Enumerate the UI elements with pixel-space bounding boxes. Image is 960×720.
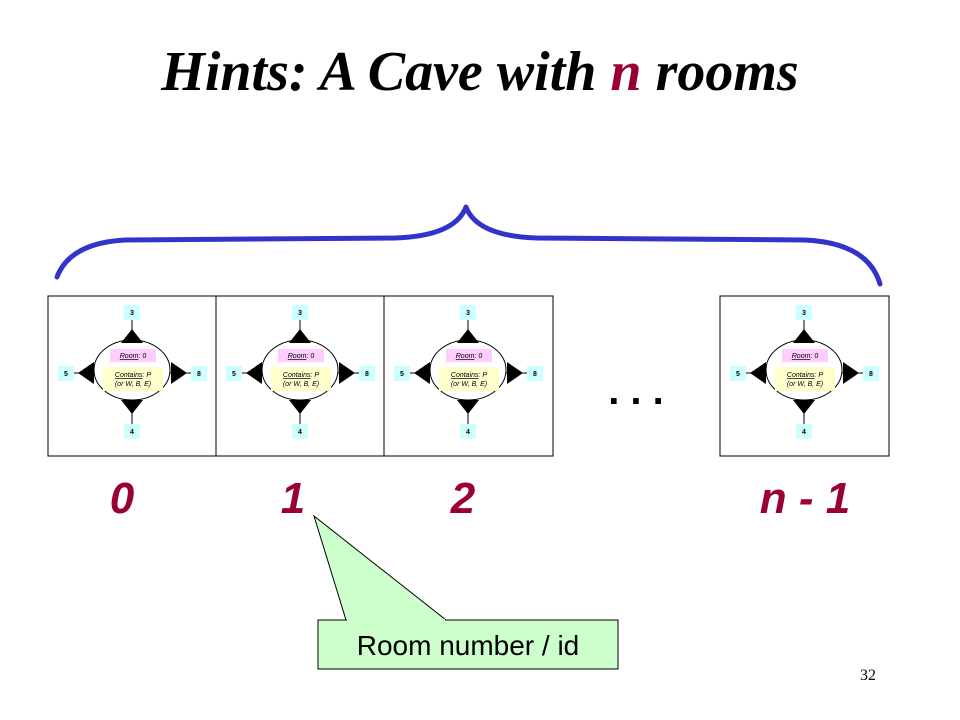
room-0: 3 4 5 8 Room: 0 Contains: P (or W, B, E) [47,295,218,457]
callout-pointer [313,514,448,621]
exit-right-label: 8 [197,371,201,378]
exit-right-label: 8 [365,371,369,378]
exit-bottom-label: 4 [802,429,806,436]
arrow-left-icon [750,362,766,384]
exit-top-label: 3 [802,310,806,317]
arrow-up-icon [121,329,143,343]
exit-bottom-label: 4 [130,429,134,436]
room-index-0: 0 [110,474,135,523]
room-n-minus-1: 3 4 5 8 Room: 0 Contains: P (or W, B, E) [719,295,890,457]
exit-right-label: 8 [869,371,873,378]
title-n: n [610,41,642,103]
page-number: 32 [860,667,876,684]
room-index-1: 1 [281,474,305,523]
contains-field: Contains: P [115,372,152,379]
room-number-field: Room: 0 [792,353,819,360]
exit-left-label: 5 [736,371,740,378]
arrow-right-icon [507,362,523,384]
curly-brace [54,204,883,287]
exit-top-label: 3 [130,310,134,317]
arrow-down-icon [457,400,479,414]
contains-options: (or W, B, E) [115,381,151,388]
contains-field: Contains: P [451,372,488,379]
room-index-n-minus-1: n - 1 [760,474,850,523]
contains-field: Contains: P [787,372,824,379]
room-index-2: 2 [450,474,476,523]
contains-options: (or W, B, E) [787,381,823,388]
contains-field: Contains: P [283,372,320,379]
exit-bottom-label: 4 [466,429,470,436]
exit-bottom-label: 4 [298,429,302,436]
callout-box [317,619,619,670]
arrow-down-icon [289,400,311,414]
exit-top-label: 3 [466,310,470,317]
arrow-up-icon [289,329,311,343]
arrow-right-icon [843,362,859,384]
exit-right-label: 8 [533,371,537,378]
exit-top-label: 3 [298,310,302,317]
exit-left-label: 5 [232,371,236,378]
arrow-up-icon [457,329,479,343]
arrow-down-icon [121,400,143,414]
room-number-field: Room: 0 [120,353,147,360]
arrow-right-icon [171,362,187,384]
callout-text: Room number / id [357,630,580,661]
room-1: 3 4 5 8 Room: 0 Contains: P (or W, B, E) [215,295,386,457]
arrow-right-icon [339,362,355,384]
slide-title: Hints: A Cave with n rooms [0,40,960,104]
arrow-up-icon [793,329,815,343]
room-number-field: Room: 0 [288,353,315,360]
title-suffix: rooms [641,41,799,103]
arrow-left-icon [246,362,262,384]
contains-options: (or W, B, E) [283,381,319,388]
ellipsis: . . . [608,369,664,413]
exit-left-label: 5 [64,371,68,378]
arrow-left-icon [78,362,94,384]
contains-options: (or W, B, E) [451,381,487,388]
room-2: 3 4 5 8 Room: 0 Contains: P (or W, B, E) [383,295,554,457]
exit-left-label: 5 [400,371,404,378]
room-number-field: Room: 0 [456,353,483,360]
arrow-left-icon [414,362,430,384]
arrow-down-icon [793,400,815,414]
title-prefix: Hints: A Cave with [161,41,611,103]
